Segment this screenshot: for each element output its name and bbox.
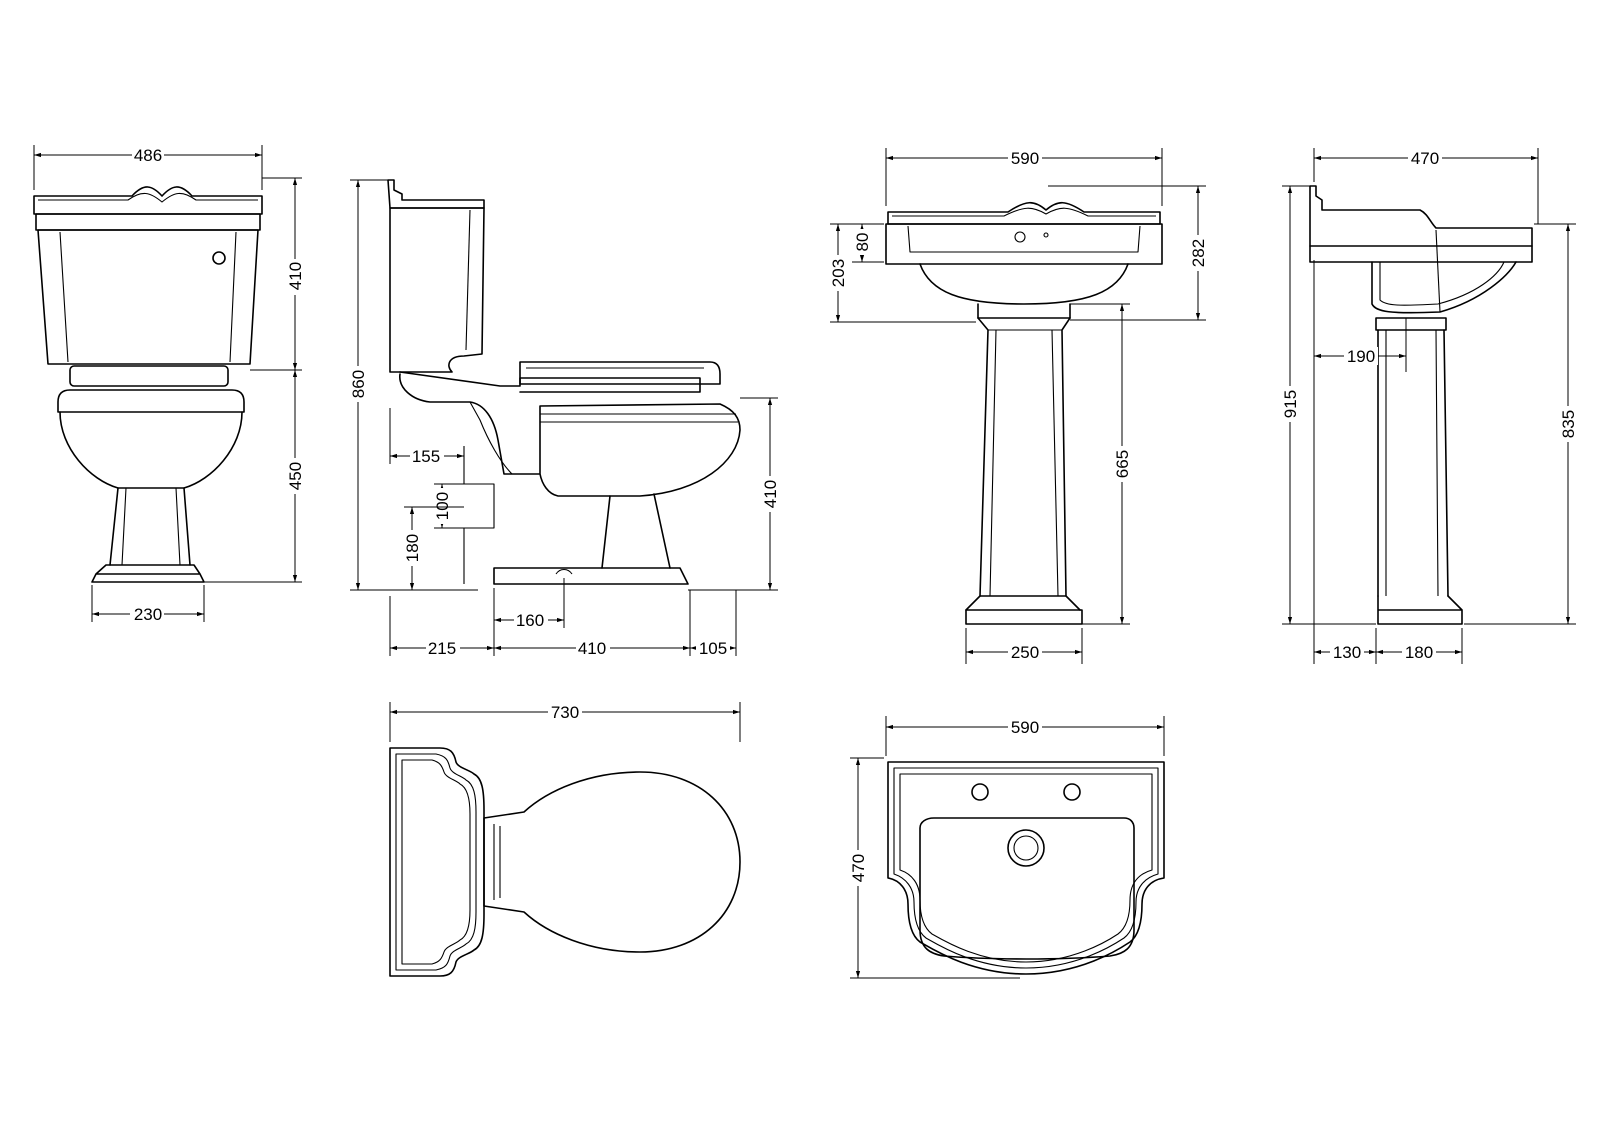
- pan-pedestal: [109, 487, 191, 566]
- basin-waste-outer-icon: [1007, 829, 1045, 867]
- pan-rim: [57, 389, 245, 413]
- dim-wc-step-height: 100: [433, 492, 452, 520]
- dim-wc-plan-length: 730: [551, 703, 579, 722]
- seat-lid-side: [519, 361, 721, 385]
- pedestal-side-top: [1375, 317, 1447, 331]
- cistern-plan: [389, 747, 485, 977]
- seat-plan: [483, 771, 741, 953]
- pedestal-side-inner: [1385, 329, 1439, 597]
- dim-pedestal-setback: 130: [1333, 643, 1361, 662]
- dim-wc-rim-height: 410: [761, 480, 780, 508]
- dim-basin-side-depth: 470: [1411, 149, 1439, 168]
- basin-rim-front: [885, 223, 1163, 265]
- cistern-side: [389, 207, 485, 373]
- wc-plan-view: 730: [389, 702, 741, 977]
- dim-basin-total-height: 915: [1281, 390, 1300, 418]
- dim-wc-waste-setback: 155: [412, 447, 440, 466]
- dim-wc-front-width: 486: [134, 146, 162, 165]
- basin-side-rim: [1309, 245, 1533, 263]
- dim-basin-waste-offset: 190: [1347, 347, 1375, 366]
- dim-wc-outlet-centre: 160: [516, 611, 544, 630]
- seat-hinge-lines: [493, 824, 501, 900]
- overflow-icon: [1043, 232, 1049, 238]
- cistern-lid: [33, 186, 263, 215]
- pedestal-shaft-inner: [988, 329, 1062, 597]
- tap-hole-left-icon: [971, 783, 989, 801]
- seat-lid-front: [69, 365, 229, 387]
- basin-side-view: 470 190 915 835 130 180: [1280, 148, 1578, 664]
- dim-wc-pan-depth: 410: [578, 639, 606, 658]
- dim-wc-front-overhang: 105: [699, 639, 727, 658]
- dim-basin-bowl-depth: 203: [829, 259, 848, 287]
- basin-upstand-edge: [892, 207, 1156, 217]
- cistern-side-detail: [465, 209, 471, 351]
- basin-waste-inner-icon: [1013, 835, 1039, 861]
- tap-hole-right-icon: [1063, 783, 1081, 801]
- dim-pedestal-foot-width: 250: [1011, 643, 1039, 662]
- dim-basin-rim-height: 80: [853, 233, 872, 252]
- pedestal-side-shaft: [1377, 329, 1449, 597]
- dim-wc-outlet-height: 180: [403, 534, 422, 562]
- dim-basin-plan-depth: 470: [849, 854, 868, 882]
- dim-basin-rim-floor-height: 835: [1559, 410, 1578, 438]
- wc-front-view: 486 410 450 230: [33, 145, 305, 624]
- dim-pedestal-height: 665: [1113, 450, 1132, 478]
- outlet-marker: [555, 568, 573, 575]
- pan-bowl-front: [59, 411, 243, 489]
- cistern-lid-edge: [38, 192, 258, 203]
- basin-plan-inner2: [899, 773, 1153, 963]
- flush-lever-icon: [212, 251, 226, 265]
- cistern-lid-side: [387, 179, 485, 209]
- cistern-plan-inner: [395, 753, 477, 971]
- cistern-body-detail: [59, 231, 237, 363]
- cistern-lid-base: [35, 213, 261, 231]
- basin-bowl-underside: [919, 263, 1129, 305]
- pedestal-foot: [965, 595, 1083, 625]
- dim-wc-pan-height: 450: [286, 462, 305, 490]
- waste-profile: [463, 446, 495, 584]
- pan-connector: [399, 371, 701, 393]
- dim-basin-side-height: 282: [1189, 239, 1208, 267]
- basin-plan-outline: [887, 761, 1165, 975]
- basin-plan-view: 590 470: [848, 716, 1165, 979]
- dim-wc-total-height: 860: [349, 370, 368, 398]
- basin-side-bowl-inner: [1379, 261, 1505, 306]
- basin-side-upstand: [1309, 185, 1533, 247]
- pan-bowl-side: [399, 373, 741, 497]
- basin-side-wall: [1435, 229, 1441, 313]
- basin-bowl-plan: [919, 817, 1135, 960]
- pedestal-top: [977, 303, 1071, 319]
- pan-pedestal-side: [601, 493, 671, 569]
- wc-side-view: 860 155 100 180 410 160 215 410 1: [348, 179, 780, 658]
- pan-trapway: [469, 401, 513, 475]
- pan-rim-detail: [540, 413, 738, 423]
- basin-front-view: 590 80 203 282 665 250: [828, 148, 1208, 664]
- dim-basin-plan-width: 590: [1011, 718, 1039, 737]
- basin-back-upstand: [887, 201, 1161, 225]
- dim-wc-foot-width: 230: [134, 605, 162, 624]
- pan-pedestal-inner: [121, 487, 181, 566]
- cistern-plan-inner2: [401, 759, 471, 965]
- dim-pedestal-side-width: 180: [1405, 643, 1433, 662]
- pedestal-shaft: [965, 317, 1081, 611]
- basin-rim-detail: [907, 225, 1141, 253]
- pedestal-side-foot: [1377, 595, 1463, 625]
- pan-foot: [91, 564, 205, 583]
- pan-foot-side: [493, 567, 689, 585]
- basin-plan-inner: [893, 767, 1159, 969]
- dim-wc-cistern-depth: 215: [428, 639, 456, 658]
- tap-hole-icon: [1014, 231, 1026, 243]
- dim-wc-cistern-height: 410: [286, 262, 305, 290]
- dim-basin-front-width: 590: [1011, 149, 1039, 168]
- cistern-body: [37, 229, 259, 365]
